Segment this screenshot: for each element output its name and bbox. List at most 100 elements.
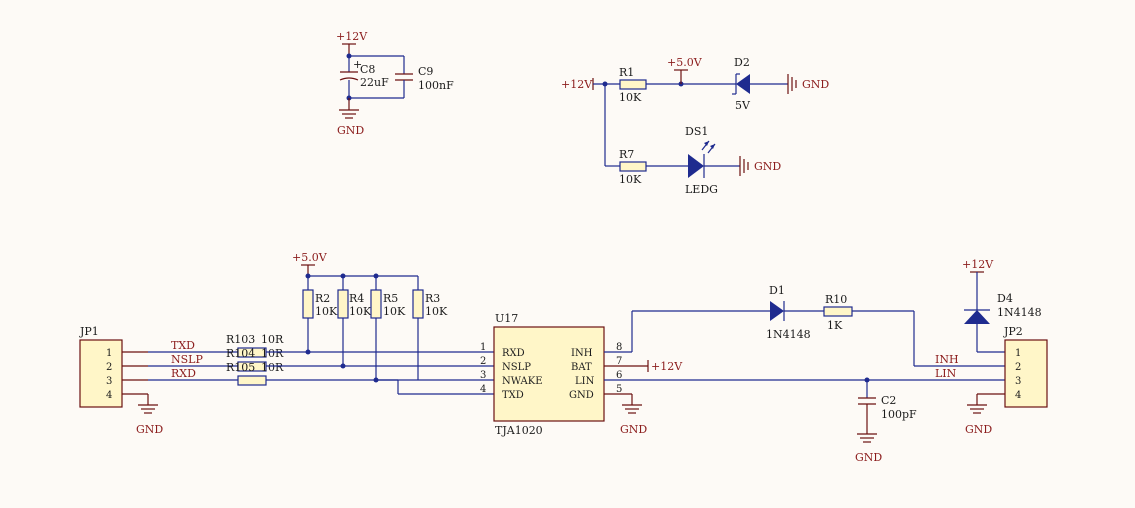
u17-pin-nslp: NSLP (502, 362, 531, 373)
d2-value: 5V (735, 99, 751, 112)
capacitor-c8: + C8 22uF (339, 58, 389, 89)
r2-value: 10K (315, 305, 338, 318)
u17-pin-gnd: GND (569, 390, 594, 401)
jp1-pin-1: 1 (106, 348, 112, 359)
resistor-r4: R4 10K (337, 289, 372, 319)
u17-pin-6-num: 6 (616, 370, 622, 381)
power-label-12v: +12V (651, 360, 683, 373)
pullup-group: +5.0V R2 10K R4 10K R5 10K R3 10K (292, 251, 448, 380)
power-label-gnd: GND (754, 160, 781, 173)
net-label-lin: LIN (935, 367, 957, 380)
u17-ref: U17 (495, 312, 518, 325)
r7-value: 10K (619, 173, 642, 186)
u17-pin-inh: INH (571, 348, 593, 359)
u17-pin-nwake: NWAKE (502, 376, 543, 387)
u17-pin-5-num: 5 (616, 384, 622, 395)
r10-ref: R10 (825, 293, 847, 306)
resistor-r10: R10 1K (823, 293, 853, 332)
resistor-r1: R1 10K (619, 66, 647, 104)
jp2-pin-4: 4 (1015, 390, 1021, 401)
resistor-r2: R2 10K (302, 289, 338, 319)
r2-ref: R2 (315, 292, 330, 305)
u17-value: TJA1020 (495, 424, 543, 437)
u17-pin-4-num: 4 (480, 384, 486, 395)
resistor-r103: R103 10R (226, 333, 284, 358)
connector-jp1: JP1 1 2 3 4 GND (79, 325, 163, 436)
ic-u17: U17 TJA1020 1 2 3 4 RXD NSLP NWAKE TXD I… (480, 312, 683, 437)
r10-value: 1K (827, 319, 843, 332)
power-label-gnd: GND (136, 423, 163, 436)
jp2-pin-2: 2 (1015, 362, 1021, 373)
jp1-signal-nets: TXD NSLP RXD R103 10R R104 10R R105 10R (148, 333, 494, 395)
u17-pin-2-num: 2 (480, 356, 486, 367)
inh-path: D1 1N4148 R10 1K INH (604, 284, 1005, 367)
indicator-group: +12V R1 10K +5.0V D2 5V GND (561, 56, 829, 196)
power-label-gnd: GND (620, 423, 647, 436)
r105-value: 10R (261, 361, 284, 374)
jp1-pin-3: 3 (106, 376, 112, 387)
r104-value: 10R (261, 347, 284, 360)
capacitor-c9: C9 100nF (395, 65, 454, 92)
r103-value: 10R (261, 333, 284, 346)
power-label-gnd: GND (965, 423, 992, 436)
d4-value: 1N4148 (997, 306, 1042, 319)
ds1-ref: DS1 (685, 125, 708, 138)
r7-ref: R7 (619, 148, 634, 161)
d1-value: 1N4148 (766, 328, 811, 341)
ds1-value: LEDG (685, 183, 718, 196)
power-label-5v: +5.0V (292, 251, 328, 264)
r4-value: 10K (349, 305, 372, 318)
d2-ref: D2 (734, 56, 750, 69)
u17-pin-7-num: 7 (616, 356, 622, 367)
power-label-5v: +5.0V (667, 56, 703, 69)
resistor-r7: R7 10K (619, 148, 647, 186)
resistor-r3: R3 10K (412, 289, 448, 319)
r1-value: 10K (619, 91, 642, 104)
r103-ref: R103 (226, 333, 255, 346)
c8-plus: + (353, 58, 362, 71)
r1-ref: R1 (619, 66, 634, 79)
zener-d2: D2 5V (732, 56, 751, 112)
r4-ref: R4 (349, 292, 364, 305)
r3-ref: R3 (425, 292, 440, 305)
u17-pin-txd: TXD (502, 390, 524, 401)
u17-pin-3-num: 3 (480, 370, 486, 381)
resistor-r105: R105 10R (226, 361, 284, 386)
jp1-pin-2: 2 (106, 362, 112, 373)
r5-value: 10K (383, 305, 406, 318)
c8-c9-group: +12V + C8 22uF C9 100nF GND (336, 30, 454, 137)
c8-ref: C8 (360, 63, 375, 76)
c2-ref: C2 (881, 394, 896, 407)
u17-pin-lin: LIN (575, 376, 595, 387)
lin-path: LIN C2 100pF GND (604, 367, 1005, 464)
jp1-pin-4: 4 (106, 390, 112, 401)
r3-value: 10K (425, 305, 448, 318)
diode-d1: D1 1N4148 (766, 284, 811, 341)
c9-ref: C9 (418, 65, 433, 78)
jp2-pin-3: 3 (1015, 376, 1021, 387)
net-label-rxd: RXD (171, 367, 196, 380)
power-label-gnd: GND (802, 78, 829, 91)
u17-pin-rxd: RXD (502, 348, 525, 359)
d4-ref: D4 (997, 292, 1013, 305)
jp2-pin-1: 1 (1015, 348, 1021, 359)
power-label-gnd: GND (855, 451, 882, 464)
jp1-ref: JP1 (79, 325, 99, 338)
net-label-txd: TXD (171, 339, 195, 352)
u17-pin-8-num: 8 (616, 342, 622, 353)
power-label-gnd: GND (337, 124, 364, 137)
power-label-12v: +12V (962, 258, 994, 271)
diode-d4: D4 1N4148 (964, 292, 1042, 324)
power-label-12v: +12V (561, 78, 593, 91)
jp2-ref: JP2 (1003, 325, 1023, 338)
u17-pin-1-num: 1 (480, 342, 486, 353)
r105-ref: R105 (226, 361, 255, 374)
net-label-inh: INH (935, 353, 959, 366)
r104-ref: R104 (226, 347, 255, 360)
resistor-r5: R5 10K (370, 289, 406, 319)
c2-value: 100pF (881, 408, 917, 421)
capacitor-c2: C2 100pF (858, 394, 917, 421)
c9-value: 100nF (418, 79, 454, 92)
